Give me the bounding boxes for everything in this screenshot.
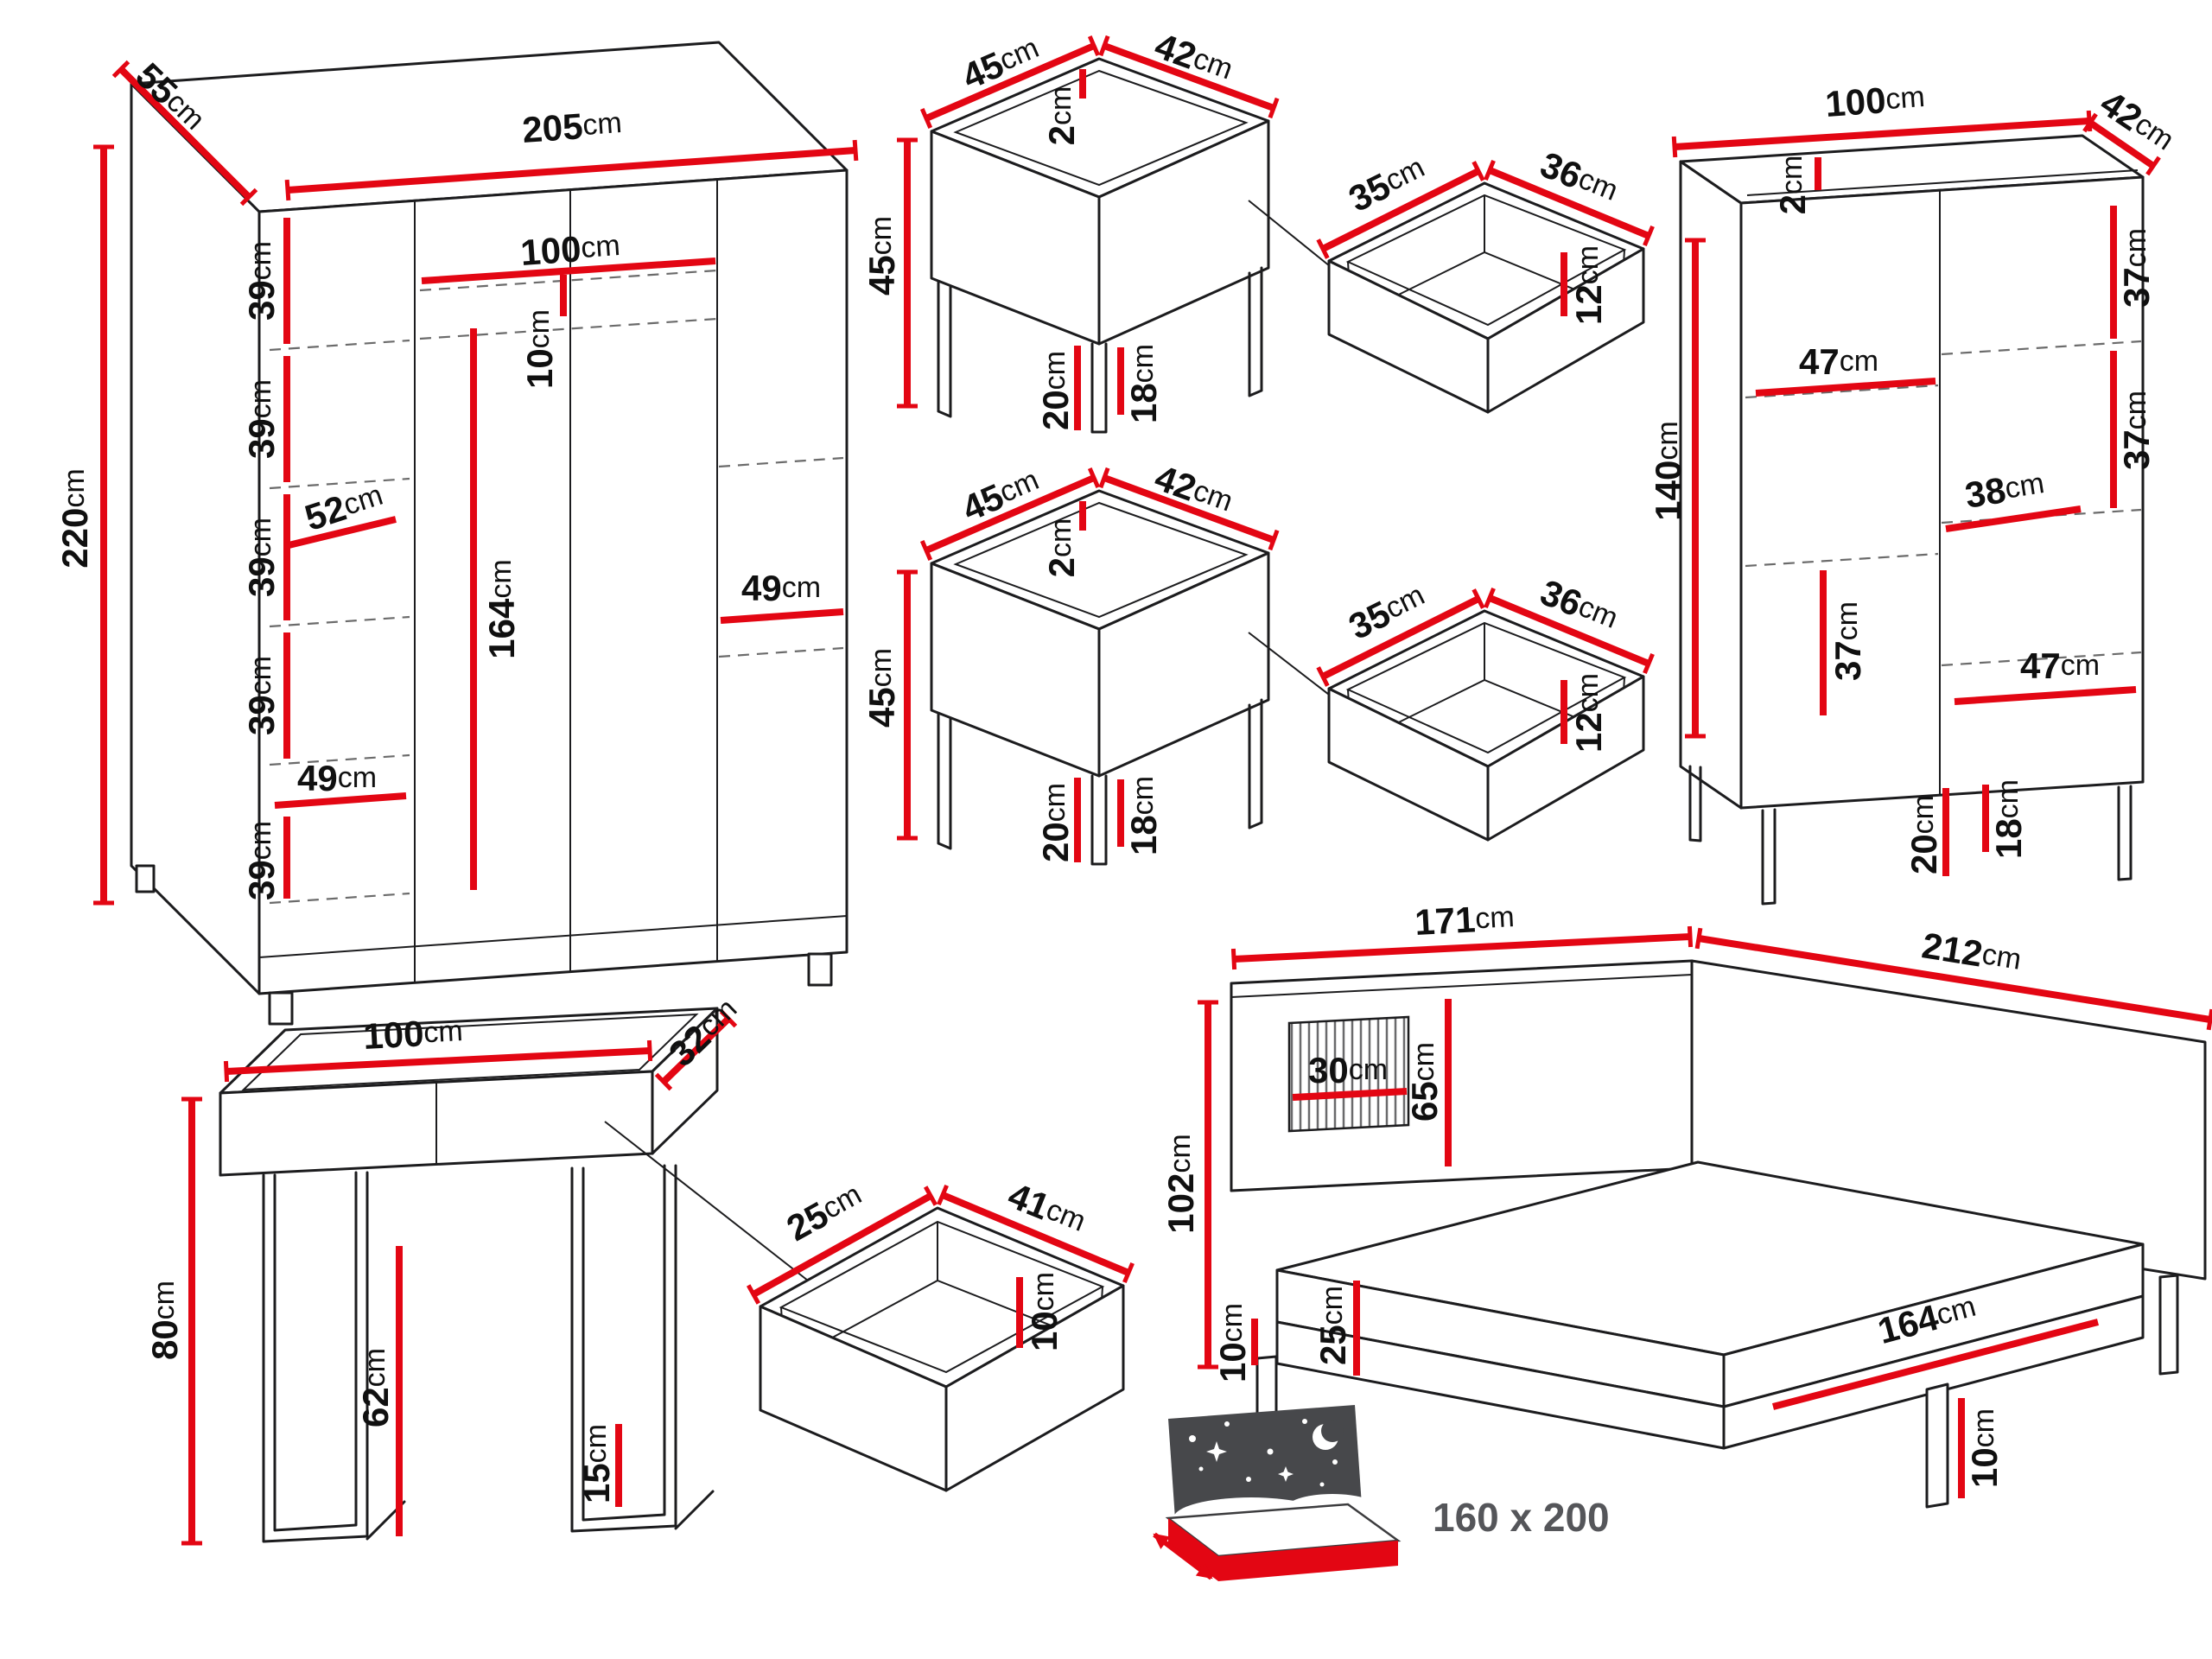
dim-console-drawer-depth: 41cm	[1003, 1174, 1092, 1242]
dim-ns2-drawer-height: 12cm	[1568, 673, 1609, 753]
dim-wardrobe-gap-2: 39cm	[241, 379, 282, 459]
bed-body	[1230, 959, 2207, 1509]
dim-chest-right-gap-top: 37cm	[2116, 228, 2157, 308]
console-drawer-drawing: 25cm 41cm 10cm	[746, 1174, 1135, 1492]
dim-console-width: 100cm	[362, 1011, 464, 1057]
dim-ns1-clearance: 18cm	[1123, 344, 1164, 423]
console-drawer-dimension-lines	[746, 1184, 1135, 1348]
dim-ns2-clearance: 18cm	[1123, 776, 1164, 855]
dim-bed-headboard-height: 102cm	[1160, 1134, 1201, 1233]
dim-chest-leg-height: 20cm	[1904, 795, 1944, 874]
dim-ns1-top-thickness: 2cm	[1041, 86, 1082, 146]
dim-wardrobe-left-width: 49cm	[297, 758, 377, 798]
dim-console-leg-height: 62cm	[355, 1348, 396, 1427]
bed-drawing: 171cm 212cm 102cm 65cm 30cm 10cm 25cm 16…	[1160, 897, 2212, 1509]
stars-icon	[1189, 1419, 1338, 1487]
dim-wardrobe-gap-3: 39cm	[241, 518, 282, 597]
dim-wardrobe-height: 220cm	[54, 468, 95, 568]
dim-bed-mattress-height: 25cm	[1313, 1286, 1353, 1365]
dim-bed-frame-height: 10cm	[1212, 1303, 1253, 1382]
dim-console-drawer-height: 10cm	[1024, 1272, 1065, 1351]
nightstand-1-drawer: 35cm 36cm 12cm	[1323, 143, 1649, 412]
chest-dimension-lines	[1671, 110, 2161, 876]
dim-chest-height: 140cm	[1648, 421, 1688, 520]
dim-bed-length: 212cm	[1919, 925, 2024, 980]
dim-bed-panel-width: 30cm	[1308, 1050, 1388, 1090]
dim-chest-left-inner-width: 47cm	[1799, 341, 1878, 382]
dim-console-height: 80cm	[144, 1281, 185, 1360]
dim-console-frame-height: 15cm	[576, 1424, 617, 1503]
dim-wardrobe-top-shelf-gap: 10cm	[519, 309, 560, 389]
mattress-size-label: 160 x 200	[1433, 1495, 1610, 1540]
nightstand-2: 45cm 42cm 2cm 45cm 20cm 18cm	[861, 456, 1371, 864]
dim-wardrobe-right-width: 49cm	[741, 568, 821, 608]
console-dimension-lines	[181, 1009, 738, 1546]
dim-wardrobe-gap-5: 39cm	[241, 821, 282, 900]
dim-ns1-drawer-height: 12cm	[1568, 245, 1609, 325]
dim-ns1-drawer-width: 35cm	[1342, 147, 1431, 219]
dim-chest-right-inner-width: 38cm	[1962, 463, 2047, 516]
dim-chest-right-gap-middle: 37cm	[2116, 391, 2157, 470]
dim-bed-leg-height: 10cm	[1964, 1408, 2005, 1488]
moon-shadow	[1321, 1420, 1344, 1442]
dim-ns1-height: 45cm	[861, 216, 902, 296]
dim-wardrobe-width: 205cm	[521, 103, 623, 150]
dim-wardrobe-hanging-height: 164cm	[481, 559, 522, 658]
dim-chest-bottom-inner-width: 47cm	[2020, 645, 2100, 686]
dim-ns2-drawer-width: 35cm	[1342, 575, 1431, 646]
chest-drawing: 100cm 42cm 2cm 140cm 37cm 47cm 37cm 38cm…	[1648, 77, 2183, 906]
dim-ns2-drawer-depth: 36cm	[1535, 571, 1624, 639]
bed-size-icon: 160 x 200	[1153, 1405, 1610, 1581]
dim-bed-headboard-width: 171cm	[1414, 897, 1516, 943]
headboard-panel	[1287, 1015, 1410, 1133]
dim-wardrobe-gap-4: 39cm	[241, 656, 282, 735]
dim-chest-width: 100cm	[1824, 77, 1926, 124]
dim-chest-top-thickness: 2cm	[1772, 156, 1813, 215]
dim-ns2-top-thickness: 2cm	[1041, 518, 1082, 578]
console-drawer-leader	[604, 1121, 809, 1281]
nightstand-1: 45cm 42cm 2cm 45cm 20cm 18cm	[861, 24, 1371, 432]
wardrobe-drawing: 55cm 205cm 220cm 39cm 39cm 39cm 39cm 39c…	[54, 41, 859, 1026]
dim-chest-depth: 42cm	[2094, 82, 2183, 160]
console-body	[219, 1007, 719, 1543]
dim-wardrobe-gap-1: 39cm	[241, 241, 282, 321]
wardrobe-shelf-lines	[269, 269, 844, 905]
mattress-front	[1218, 1541, 1398, 1581]
wardrobe-dimension-lines	[93, 60, 859, 906]
dim-chest-left-gap-bottom: 37cm	[1827, 601, 1868, 681]
dim-ns1-leg-height: 20cm	[1035, 351, 1076, 430]
bed-dimension-lines	[1198, 925, 2212, 1498]
dim-ns2-height: 45cm	[861, 648, 902, 728]
dim-chest-clearance: 18cm	[1988, 779, 2029, 859]
chest-body	[1679, 134, 2145, 906]
nightstand-2-drawer: 35cm 36cm 12cm	[1323, 571, 1649, 840]
dim-ns2-leg-height: 20cm	[1035, 783, 1076, 862]
dim-wardrobe-top-shelf-width: 100cm	[519, 226, 621, 273]
width-arrow-icon	[1153, 1532, 1213, 1580]
dim-ns1-drawer-depth: 36cm	[1535, 143, 1624, 211]
console-drawing: 100cm 32cm 80cm 62cm 15cm	[144, 992, 809, 1546]
dim-bed-panel-height: 65cm	[1404, 1042, 1445, 1122]
